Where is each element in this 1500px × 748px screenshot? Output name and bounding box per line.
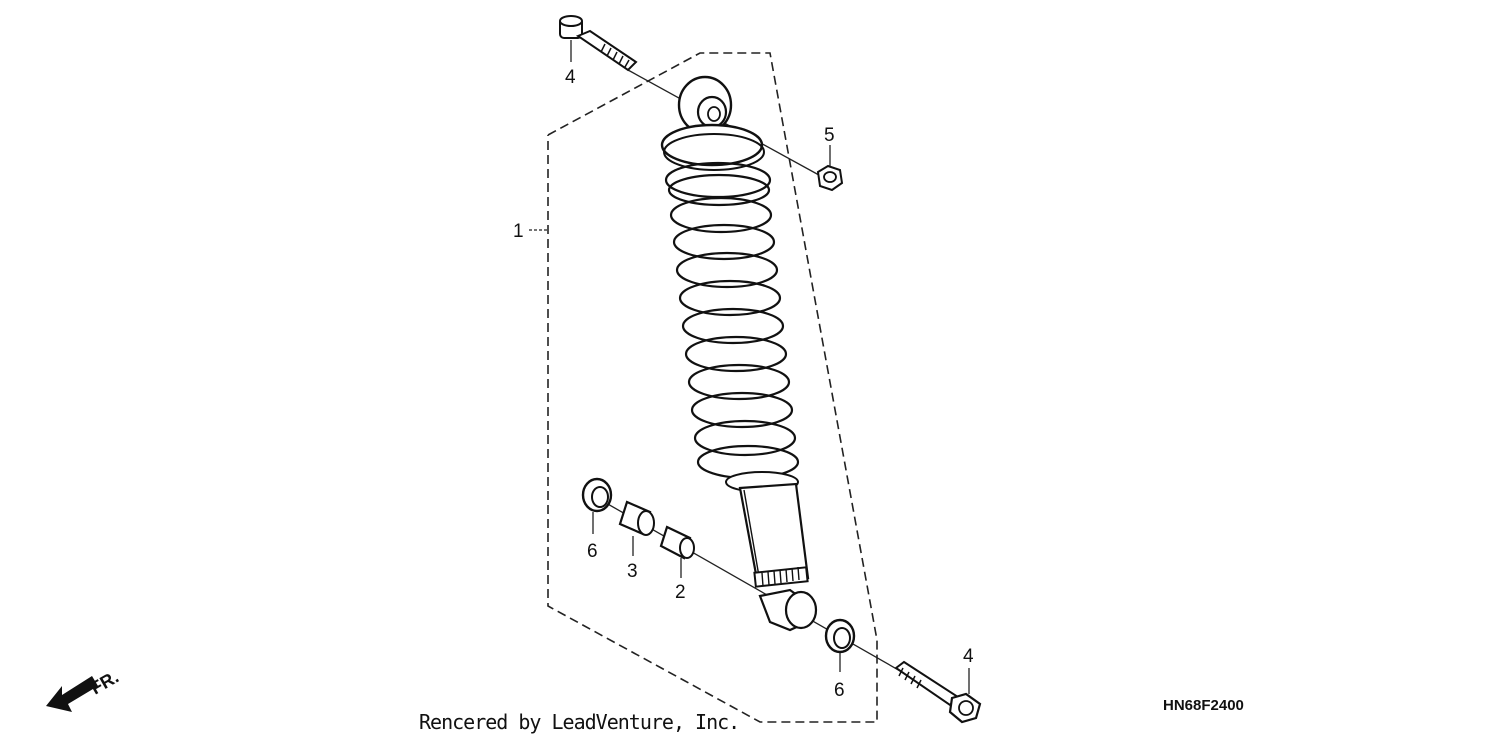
callout-1: 1 <box>513 221 524 242</box>
diagram-code: HN68F2400 <box>1163 697 1244 714</box>
callout-6-left: 6 <box>587 541 598 562</box>
credit-line: Rencered by LeadVenture, Inc. <box>419 710 740 734</box>
direction-label: FR. <box>87 667 122 699</box>
callout-4-top: 4 <box>565 67 576 88</box>
callout-4-bottom: 4 <box>963 646 974 667</box>
collar-small[interactable] <box>659 525 695 560</box>
callout-3: 3 <box>627 561 638 582</box>
assembly-outline <box>547 52 878 723</box>
callout-2: 2 <box>675 582 686 603</box>
dust-seal-left[interactable] <box>581 477 613 513</box>
bolt-bottom[interactable] <box>894 660 982 724</box>
bolt-top[interactable] <box>559 15 638 72</box>
callout-5: 5 <box>824 125 835 146</box>
front-direction-arrow-icon: FR. <box>46 667 122 712</box>
shock-absorber[interactable] <box>660 75 818 632</box>
dust-seal-right[interactable] <box>824 618 856 654</box>
callout-6-right: 6 <box>834 680 845 701</box>
nut[interactable] <box>816 164 844 192</box>
collar-large[interactable] <box>618 500 655 536</box>
